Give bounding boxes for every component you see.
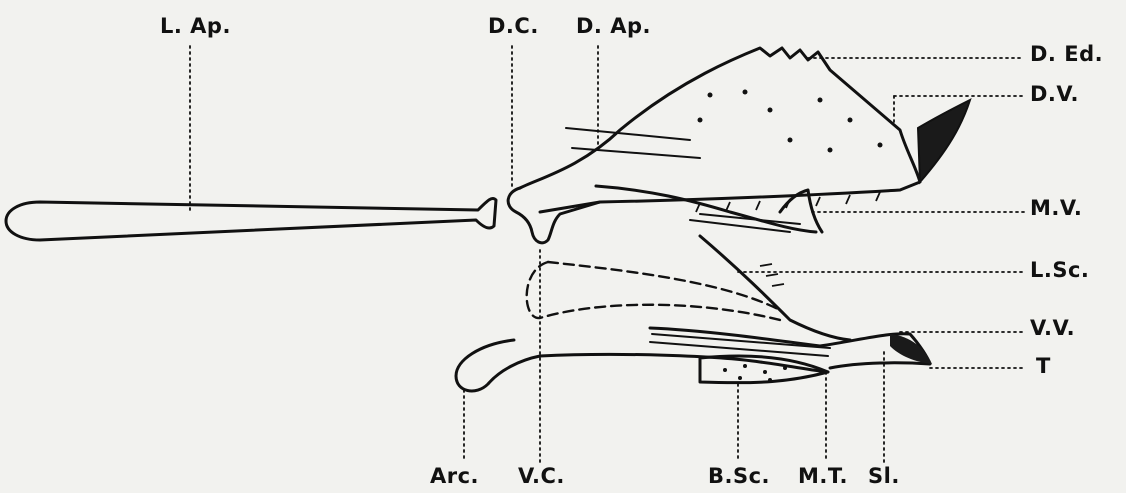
stipple <box>698 90 883 383</box>
label-sl: Sl. <box>868 466 900 487</box>
label-l-sc: L.Sc. <box>1030 260 1089 281</box>
leader-lines <box>190 46 1024 462</box>
label-l-ap: L. Ap. <box>160 16 231 37</box>
label-b-sc: B.Sc. <box>708 466 770 487</box>
lateral-scale-outline <box>527 262 780 320</box>
lateral-scale-edge <box>700 236 850 340</box>
label-m-t: M.T. <box>798 466 848 487</box>
dorsal-apodeme-strand <box>566 128 690 140</box>
label-d-c: D.C. <box>488 16 539 37</box>
dorsal-condyle <box>508 188 600 243</box>
label-d-v: D.V. <box>1030 84 1079 105</box>
label-d-ed: D. Ed. <box>1030 44 1103 65</box>
lateral-apodeme-rod <box>6 198 496 240</box>
label-d-ap: D. Ap. <box>576 16 651 37</box>
label-m-v: M.V. <box>1030 198 1082 219</box>
arcus-curve <box>456 340 828 391</box>
label-t: T <box>1036 356 1051 377</box>
label-v-c: V.C. <box>518 466 565 487</box>
lateral-scale-outline <box>548 262 780 310</box>
dorsal-valve-tip <box>918 100 970 182</box>
label-arc: Arc. <box>430 466 479 487</box>
label-v-v: V.V. <box>1030 318 1075 339</box>
ventral-valve-tip <box>890 334 932 364</box>
